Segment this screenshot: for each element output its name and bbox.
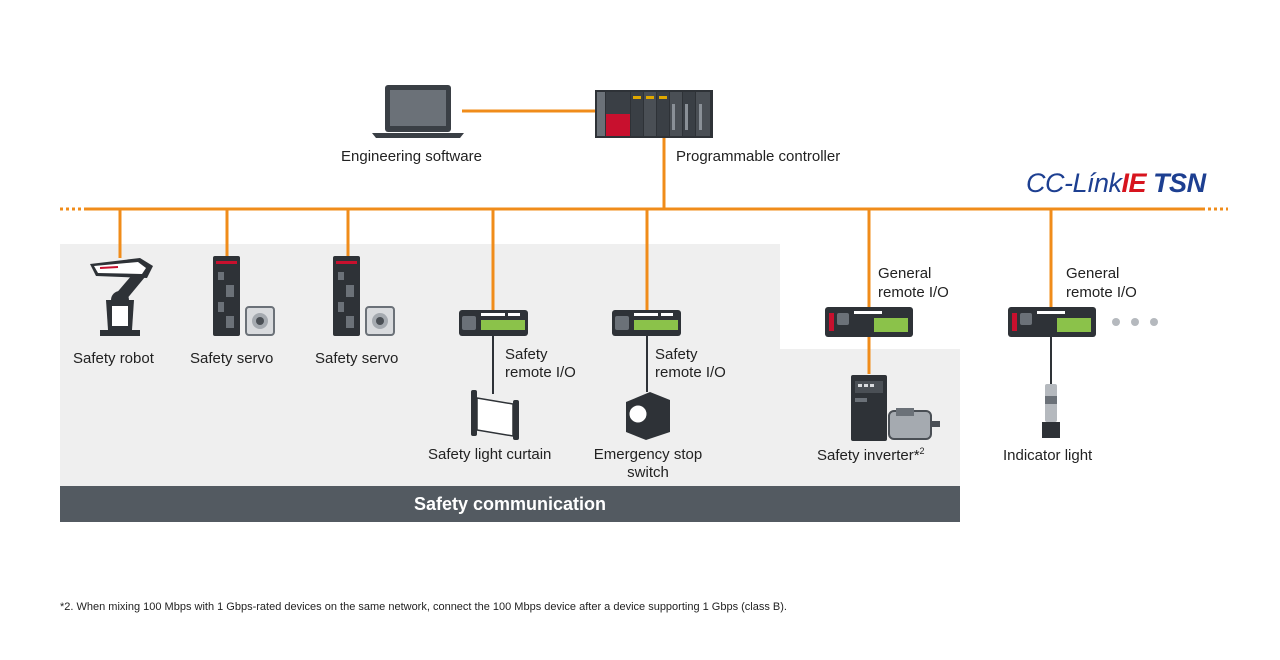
- general-remote-io-1-label-line2: remote I/O: [878, 284, 949, 301]
- safety-light-curtain-icon: [471, 390, 519, 440]
- safety-servo-2-icon: [333, 256, 395, 336]
- safety-remote-io-1-icon: [459, 310, 528, 336]
- safety-remote-io-2-icon: [612, 310, 681, 336]
- safety-remote-io-2-label-line1: Safety: [655, 346, 698, 363]
- emergency-stop-switch-icon: [626, 392, 670, 440]
- indicator-light-icon: [1042, 384, 1060, 438]
- ellipsis-dots: [1112, 318, 1158, 326]
- emergency-stop-label-line2: switch: [627, 464, 669, 481]
- emergency-stop-label-line1: Emergency stop: [593, 446, 703, 463]
- safety-remote-io-2-label-line2: remote I/O: [655, 364, 726, 381]
- general-remote-io-2-icon: [1008, 307, 1096, 337]
- safety-communication-band: [60, 486, 960, 522]
- safety-inverter-footnote-ref: 2: [919, 446, 925, 456]
- safety-robot-label: Safety robot: [73, 350, 154, 367]
- safety-remote-io-1-label-line1: Safety: [505, 346, 548, 363]
- safety-remote-io-1-label-line2: remote I/O: [505, 364, 576, 381]
- general-remote-io-2-label-line1: General: [1066, 265, 1120, 282]
- indicator-light-label: Indicator light: [1003, 447, 1093, 464]
- safety-servo-2-label: Safety servo: [315, 350, 399, 367]
- safety-robot-icon: [90, 258, 153, 336]
- programmable-controller-label: Programmable controller: [676, 148, 841, 165]
- general-remote-io-1-icon: [825, 307, 913, 337]
- safety-communication-label: Safety communication: [413, 494, 607, 514]
- safety-inverter-icon: [851, 375, 940, 441]
- safety-servo-1-icon: [213, 256, 275, 336]
- engineering-software-label: Engineering software: [341, 148, 482, 165]
- safety-light-curtain-label: Safety light curtain: [428, 446, 552, 463]
- safety-area: [60, 244, 960, 486]
- footnote: *2. When mixing 100 Mbps with 1 Gbps-rat…: [60, 601, 787, 613]
- safety-inverter-label: Safety inverter*2: [817, 446, 925, 465]
- general-remote-io-1-label-line1: General: [878, 265, 932, 282]
- laptop-icon: [372, 85, 464, 138]
- general-remote-io-2-label-line2: remote I/O: [1066, 284, 1137, 301]
- programmable-controller-icon: [595, 90, 713, 138]
- cc-link-ie-tsn-logo: CC-LínkIE TSN: [1026, 168, 1206, 198]
- safety-servo-1-label: Safety servo: [190, 350, 274, 367]
- safety-inverter-text: Safety inverter*: [817, 447, 920, 464]
